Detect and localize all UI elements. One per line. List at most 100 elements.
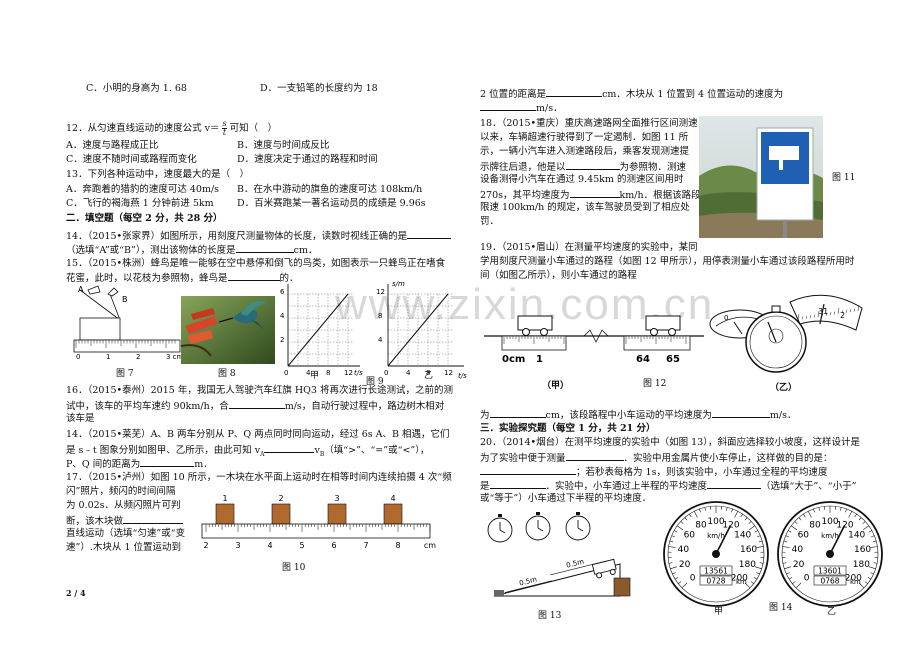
ruler-tick-label: 6 xyxy=(331,541,336,550)
q18-blank-1[interactable] xyxy=(565,159,620,170)
ruler-break-mark xyxy=(583,329,609,343)
svg-text:6: 6 xyxy=(280,288,285,296)
speed-label: 140 xyxy=(734,531,751,541)
q14b-blank-1[interactable] xyxy=(264,442,315,453)
q18-line2: 以来，车辆超速行驶得到了一定遏制．如图 11 所 xyxy=(480,132,689,143)
q17-line2: 闪”照片，频闪的时间间隔 xyxy=(66,486,176,497)
graph-yi: s/m 12 8 4 0 4 8 12 t/s xyxy=(376,280,467,380)
section-2-heading: 二．填空题（每空 2 分，共 28 分） xyxy=(66,213,223,224)
line-yi xyxy=(387,293,449,367)
figure-8-caption: 图 8 xyxy=(218,369,236,379)
ruler-tick-label: 3 xyxy=(235,541,240,550)
q14-blank-2[interactable] xyxy=(235,242,294,253)
wood-block xyxy=(383,503,403,525)
speed-label: 60 xyxy=(684,531,696,541)
q19-line2: 学用刻度尺测量小车通过的路程（如图 12 甲所示），用停表测量小车通过该段路程所… xyxy=(480,256,855,267)
metal-stopper xyxy=(494,590,504,596)
speed-label: 120 xyxy=(722,521,739,531)
speed-label: 0 xyxy=(804,573,810,583)
q18-blank-2[interactable] xyxy=(569,187,620,198)
speed-label: 40 xyxy=(678,545,690,555)
q17-blank-3[interactable] xyxy=(480,100,536,111)
support-block xyxy=(613,577,631,597)
q13-option-b: B．在水中游动的旗鱼的速度可达 108km/h xyxy=(237,184,423,195)
cart-start xyxy=(517,315,553,331)
ruler-tick-label: 0 xyxy=(76,353,80,361)
q14b-line1: 14．（2015•莱芜）A、B 两车分别从 P、Q 两点同时同向运动，经过 6s… xyxy=(66,429,450,440)
ruler-tick-label: 2 xyxy=(203,541,208,550)
q17-line6: 速”）.木块从 1 位置运动到 xyxy=(66,542,181,553)
figure-7-caption: 图 7 xyxy=(116,369,134,379)
q20-line4: 是．实验中，小车通过上半程的平均速度（选填“大于”、“小于” xyxy=(480,478,856,493)
svg-text:0cm: 0cm xyxy=(502,354,525,365)
line-jia xyxy=(287,293,349,367)
ruler-right xyxy=(623,335,691,351)
figure-14-label-yi: 乙 xyxy=(827,607,837,617)
q15-blank[interactable] xyxy=(227,270,280,281)
wood-block xyxy=(271,503,291,525)
speed-label: 60 xyxy=(798,531,810,541)
speed-needle xyxy=(829,525,846,555)
q12-option-a: A．速度与路程成正比 xyxy=(66,140,159,151)
q14b-blank-2[interactable] xyxy=(140,456,195,467)
speed-label: 140 xyxy=(848,531,865,541)
q19-blank-2[interactable] xyxy=(711,407,770,418)
q20-blank-2[interactable] xyxy=(480,464,576,475)
speed-label: 80 xyxy=(695,521,707,531)
q20-line5: 或“等于”）小车通过下半程的平均速度． xyxy=(480,493,652,504)
q14-blank-1[interactable] xyxy=(407,228,452,239)
ruler-tick-label: cm xyxy=(424,541,436,550)
q16-line1: 16．（2015•泰州）2015 年，我国无人驾驶汽车红旗 HQ3 将再次进行长… xyxy=(66,385,453,396)
figure-9-label-jia: 甲 xyxy=(310,371,320,381)
q17-line3: 为 0.02s．从频闪照片可判 xyxy=(66,500,181,511)
q18-line7: 限速 100km/h 的规定，该车驾驶员受到了相应处 xyxy=(480,202,690,213)
speed-label: 20 xyxy=(679,560,691,570)
sign-pole xyxy=(783,220,787,238)
svg-text:0: 0 xyxy=(284,369,288,377)
q16-blank-1[interactable] xyxy=(228,398,285,409)
section-3-heading: 三．实验探究题（每空 1 分，共 21 分） xyxy=(480,423,656,434)
camera-icon xyxy=(769,146,799,160)
speed-label: 120 xyxy=(836,521,853,531)
svg-text:km/h: km/h xyxy=(707,532,725,540)
svg-text:8: 8 xyxy=(378,312,382,320)
speed-label: 160 xyxy=(854,545,871,555)
cart-end xyxy=(645,315,681,331)
svg-text:1: 1 xyxy=(536,354,543,365)
branch xyxy=(180,344,212,357)
svg-text:t/s: t/s xyxy=(458,372,467,380)
q17-blank-2[interactable] xyxy=(546,86,603,97)
speed-label: 100 xyxy=(821,517,838,527)
speed-label: 0 xyxy=(690,573,696,583)
svg-text:4: 4 xyxy=(378,336,383,344)
q19-blank-1[interactable] xyxy=(489,407,546,418)
q19-line3: 间（如图乙所示），则小车通过的路程 xyxy=(480,270,637,281)
svg-text:4: 4 xyxy=(280,312,285,320)
ruler-tick-label: 2 xyxy=(136,353,140,361)
ruler-tick-label: 7 xyxy=(363,541,368,550)
measured-block xyxy=(79,317,121,341)
odometer-total: 13601 xyxy=(818,567,842,576)
q20-blank-4[interactable] xyxy=(707,478,762,489)
figure-9-label-yi: 乙 xyxy=(424,371,434,381)
q17-blank-1[interactable] xyxy=(123,513,184,524)
figure-12-jia-track: 0cm 1 64 65 xyxy=(484,315,704,365)
figure-8-hummingbird xyxy=(180,296,275,364)
figure-10-caption: 图 10 xyxy=(282,563,306,573)
q20-blank-1[interactable] xyxy=(565,450,624,461)
q20-line2: 为了实验中便于测量．实验中用金属片使小车停止，这样做的目的是： xyxy=(480,450,833,465)
speed-label: 160 xyxy=(740,545,757,555)
q17-line1: 17．（2015•泸州）如图 10 所示，一木块在水平面上运动时在相等时间内连续… xyxy=(66,472,452,483)
q20-blank-3[interactable] xyxy=(489,478,546,489)
ruler-tick-label: 1 xyxy=(106,353,110,361)
q17-line4: 断，该木块做 xyxy=(66,513,184,528)
q11-option-c: C．小明的身高为 1. 68 xyxy=(86,83,187,94)
label-b: B xyxy=(122,295,128,304)
svg-text:12: 12 xyxy=(344,369,353,377)
svg-text:64: 64 xyxy=(636,354,650,365)
